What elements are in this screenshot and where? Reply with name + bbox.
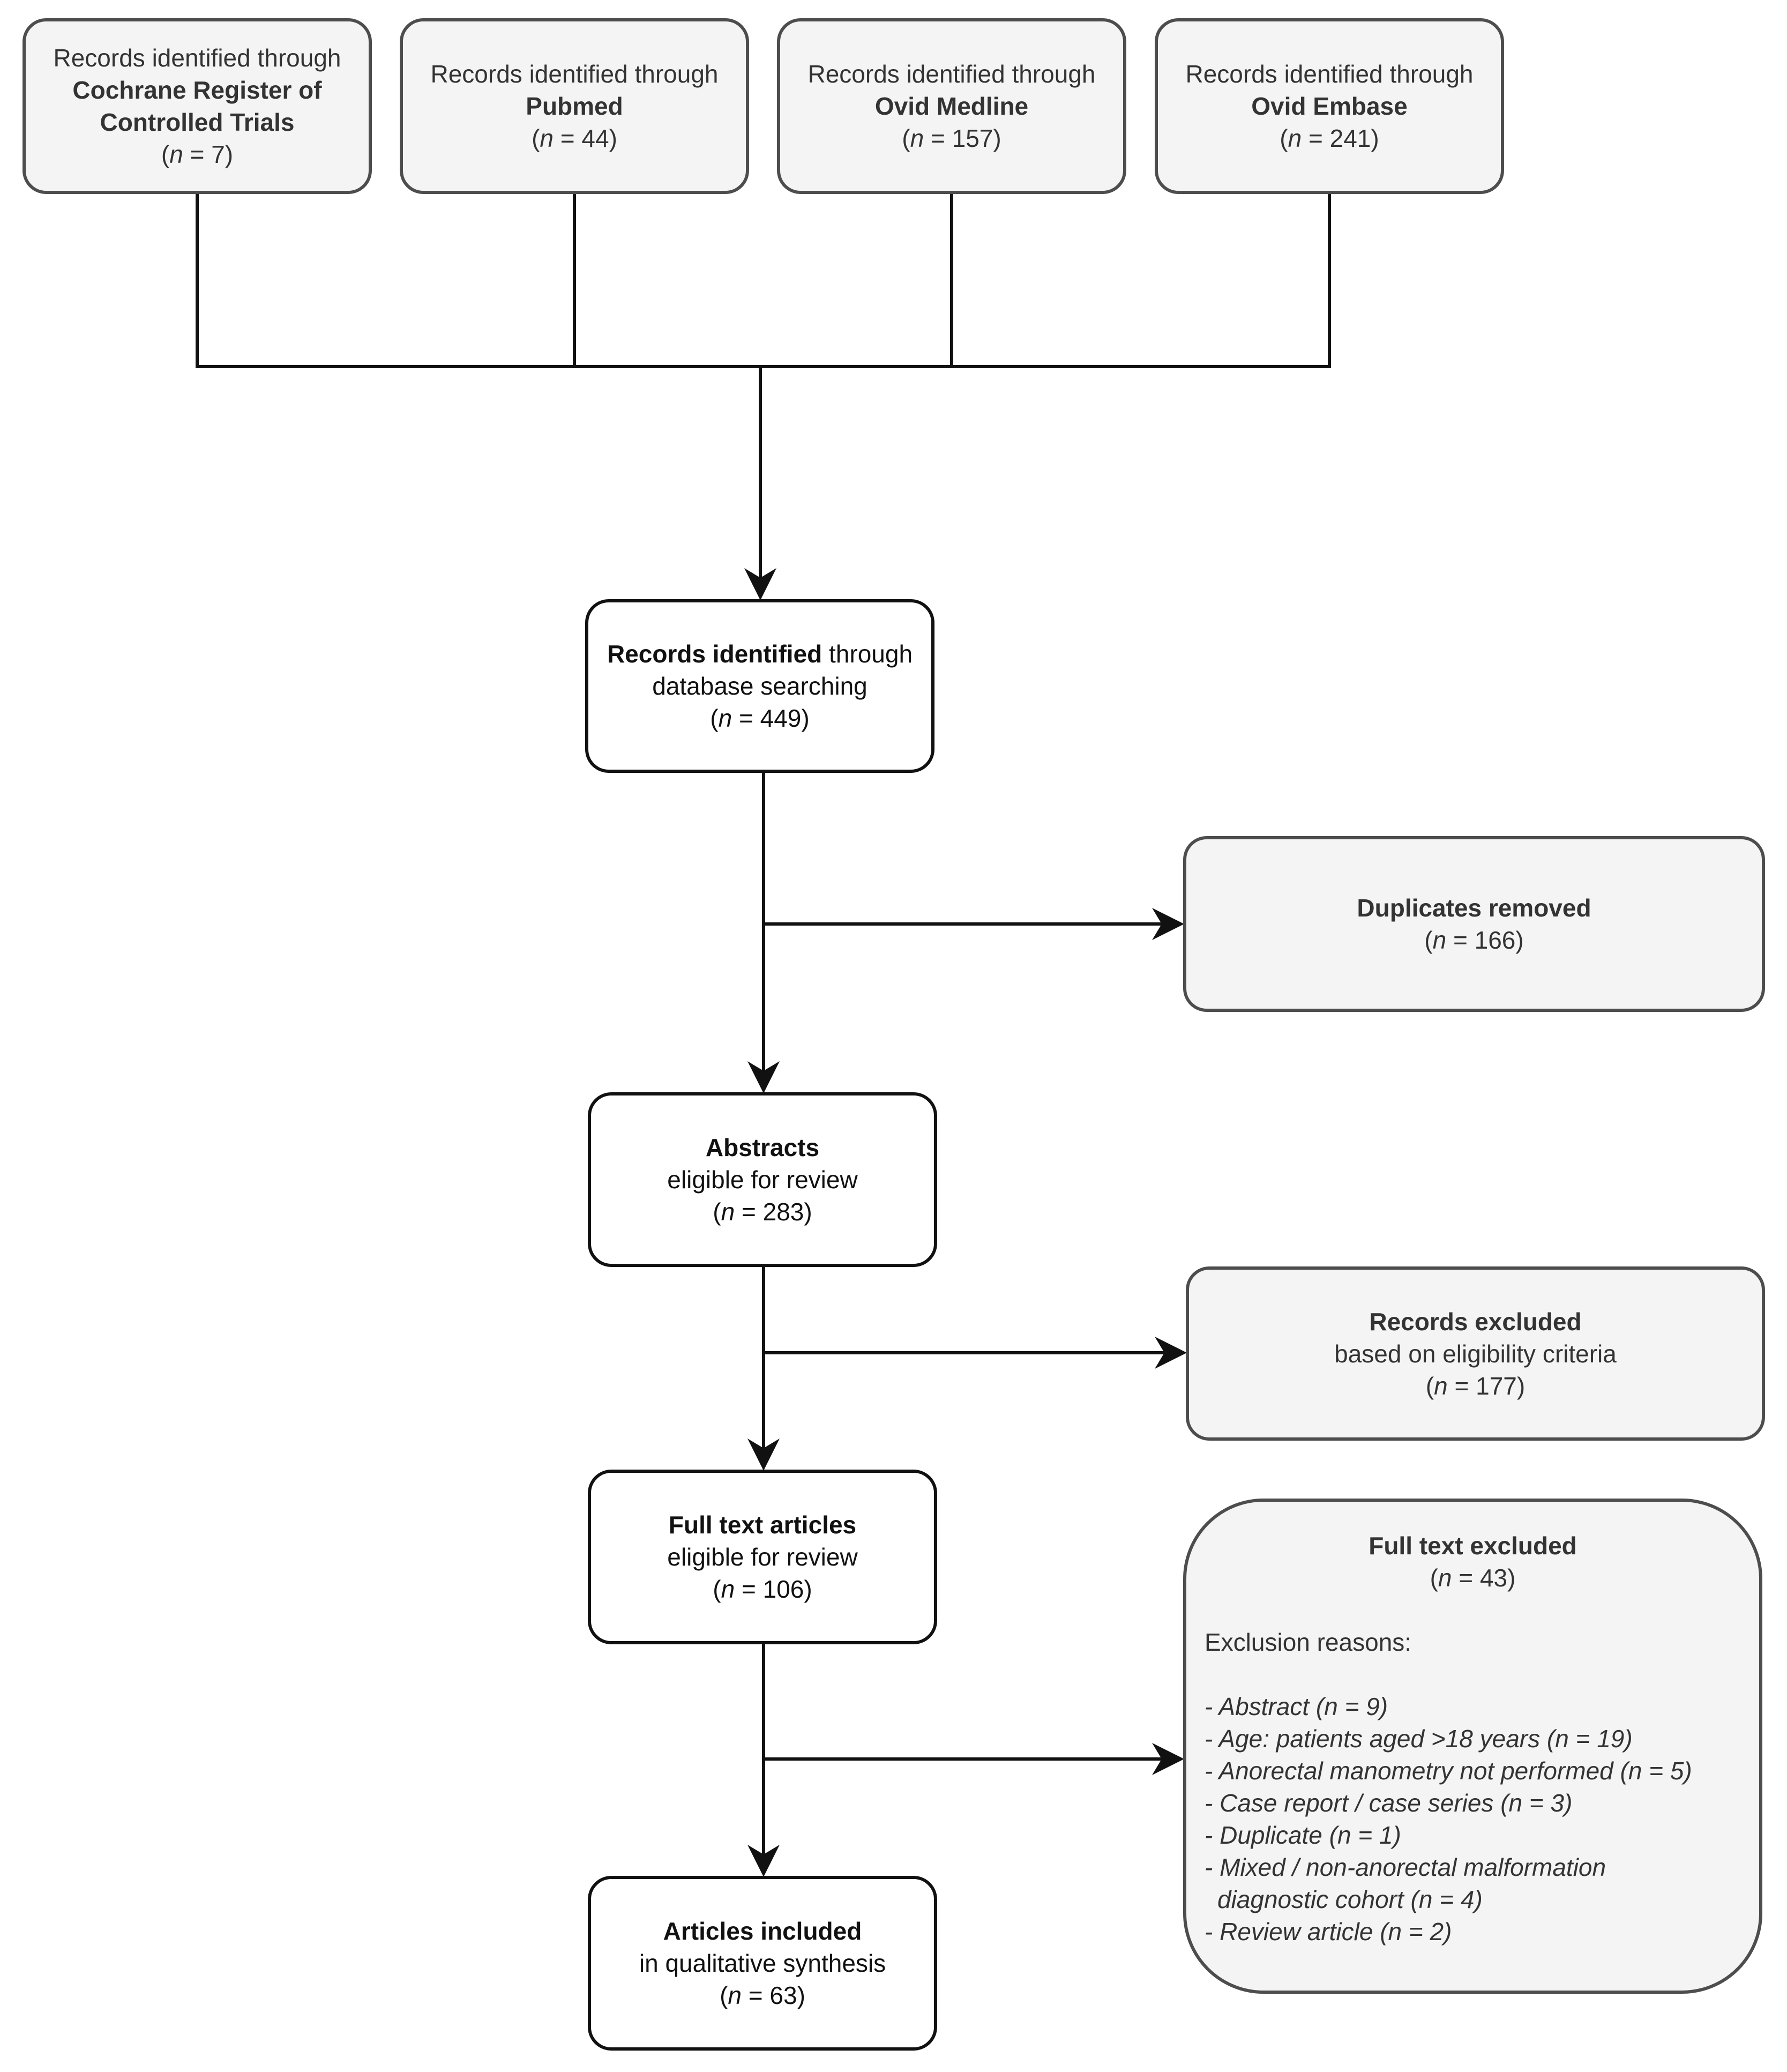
exclusion-reason-item: - Case report / case series (n = 3) bbox=[1205, 1789, 1573, 1817]
exclusion-reason-item: - Age: patients aged >18 years (n = 19) bbox=[1205, 1725, 1633, 1753]
source-box-cochrane: Records identified through Cochrane Regi… bbox=[23, 18, 372, 194]
source-label: Records identified through bbox=[807, 60, 1096, 88]
source-count: (n = 7) bbox=[161, 140, 234, 168]
duplicates-title: Duplicates removed bbox=[1357, 894, 1591, 922]
abstracts-title: Abstracts bbox=[705, 1134, 820, 1161]
exclusion-reason-item: - Review article (n = 2) bbox=[1205, 1918, 1452, 1946]
source-box-pubmed: Records identified through Pubmed (n = 4… bbox=[400, 18, 749, 194]
source-label: Records identified through bbox=[53, 44, 341, 72]
exclusion-reason-item: - Anorectal manometry not performed (n =… bbox=[1205, 1757, 1692, 1785]
records-excluded-box: Records excluded based on eligibility cr… bbox=[1186, 1266, 1765, 1441]
articles-subtitle: in qualitative synthesis bbox=[639, 1949, 886, 1977]
duplicates-count: (n = 166) bbox=[1424, 926, 1524, 954]
exclusion-reasons-heading: Exclusion reasons: bbox=[1205, 1628, 1412, 1656]
fulltext-excluded-count: (n = 43) bbox=[1430, 1564, 1516, 1592]
source-label: Records identified through bbox=[430, 60, 719, 88]
source-box-medline: Records identified through Ovid Medline … bbox=[777, 18, 1126, 194]
identified-title: Records identified through bbox=[607, 640, 913, 668]
articles-title: Articles included bbox=[663, 1917, 862, 1945]
source-name: Ovid Embase bbox=[1251, 92, 1408, 120]
records-excluded-count: (n = 177) bbox=[1425, 1372, 1526, 1400]
source-count: (n = 44) bbox=[532, 124, 617, 152]
fulltext-excluded-box: Full text excluded (n = 43) Exclusion re… bbox=[1183, 1499, 1762, 1994]
source-name: Cochrane Register of bbox=[72, 76, 322, 104]
spacer bbox=[1186, 1658, 1759, 1690]
abstracts-count: (n = 283) bbox=[713, 1198, 812, 1226]
source-box-embase: Records identified through Ovid Embase (… bbox=[1155, 18, 1504, 194]
articles-count: (n = 63) bbox=[720, 1981, 805, 2009]
fulltext-subtitle: eligible for review bbox=[667, 1543, 858, 1571]
fulltext-title: Full text articles bbox=[668, 1511, 857, 1539]
source-label: Records identified through bbox=[1185, 60, 1474, 88]
fulltext-count: (n = 106) bbox=[713, 1575, 812, 1603]
records-excluded-title: Records excluded bbox=[1369, 1307, 1582, 1336]
exclusion-reason-item: - Duplicate (n = 1) bbox=[1205, 1821, 1401, 1849]
duplicates-removed-box: Duplicates removed (n = 166) bbox=[1183, 836, 1765, 1012]
source-count: (n = 157) bbox=[902, 124, 1001, 152]
source-name: Pubmed bbox=[526, 92, 623, 120]
fulltext-articles-box: Full text articles eligible for review (… bbox=[588, 1470, 937, 1644]
fulltext-excluded-title: Full text excluded bbox=[1369, 1532, 1577, 1560]
records-identified-box: Records identified through database sear… bbox=[585, 599, 934, 773]
abstracts-subtitle: eligible for review bbox=[667, 1166, 858, 1194]
abstracts-box: Abstracts eligible for review (n = 283) bbox=[588, 1092, 937, 1267]
source-name: Controlled Trials bbox=[100, 108, 295, 136]
identified-subtitle: database searching bbox=[652, 672, 868, 700]
articles-included-box: Articles included in qualitative synthes… bbox=[588, 1876, 937, 2051]
exclusion-reason-item: - Mixed / non-anorectal malformation bbox=[1205, 1853, 1606, 1881]
spacer bbox=[1186, 1594, 1759, 1626]
exclusion-reason-item: - Abstract (n = 9) bbox=[1205, 1693, 1388, 1720]
exclusion-reason-item-continuation: diagnostic cohort (n = 4) bbox=[1217, 1885, 1483, 1913]
records-excluded-subtitle: based on eligibility criteria bbox=[1334, 1339, 1617, 1368]
source-count: (n = 241) bbox=[1280, 124, 1379, 152]
identified-count: (n = 449) bbox=[710, 704, 810, 732]
source-name: Ovid Medline bbox=[874, 92, 1029, 120]
